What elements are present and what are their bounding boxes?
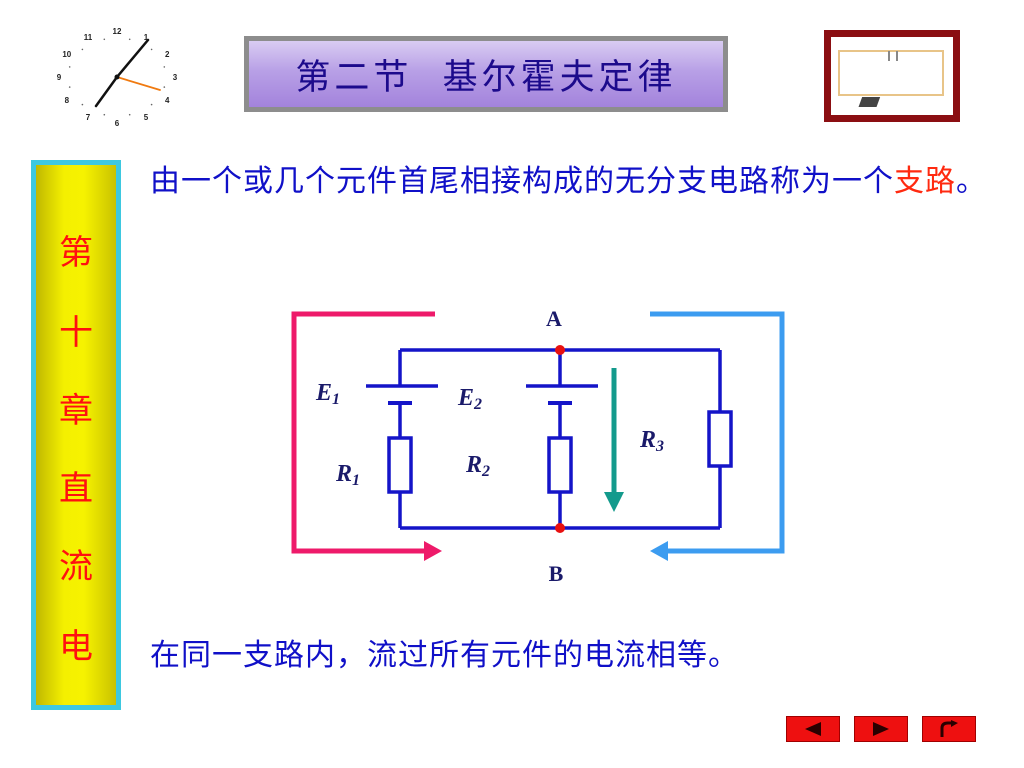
clock-tick [150,103,153,106]
clock-number: 7 [86,113,91,122]
chapter-char: 直 [59,469,93,509]
return-arrow-icon [940,720,958,737]
branch-2 [526,350,598,528]
clock-number: 1 [144,33,149,42]
clock-tick [128,38,131,41]
branch-conclusion: 在同一支路内，流过所有元件的电流相等。 [150,638,739,673]
definition-end: 。 [956,164,987,199]
label-r2: R2 [465,452,490,480]
clock-tick [163,66,166,68]
clock-number: 4 [165,96,170,105]
definition-lead: 由一个或几个元件首尾相接构成的无分支电路称为一个 [150,164,894,199]
chapter-char: 电 [59,627,93,667]
branch1-arrowhead [424,541,442,561]
next-slide-button[interactable] [854,716,908,742]
clock-number: 12 [113,27,122,36]
return-button[interactable] [922,716,976,742]
clock-tick [103,38,106,41]
clock-number: 6 [115,119,120,128]
clock-number: 2 [165,50,170,59]
node-a-dot [555,345,565,355]
clock-tick [68,66,71,68]
definition-term: 支路 [894,164,956,199]
resistor-r2 [547,436,573,494]
branch1-loop-arrow [291,311,435,554]
branch-definition: 由一个或几个元件首尾相接构成的无分支电路称为一个支路。 [150,160,990,204]
node-b-dot [555,523,565,533]
clock-tick [163,86,166,88]
page-title: 第二节 基尔霍夫定律 [249,41,723,107]
title-banner: 第二节 基尔霍夫定律 [244,36,728,112]
chapter-sidebar: 第 十 章 直 流 电 [31,160,121,710]
triangle-right-icon [873,722,889,736]
clock-number: 11 [84,33,93,42]
clock-number: 8 [65,96,70,105]
chapter-char: 十 [59,313,93,353]
branch-1 [366,350,438,528]
clock-number: 3 [173,73,178,82]
clock-number: 5 [144,113,149,122]
label-r1: R1 [335,461,360,489]
clock-tick [150,48,153,51]
label-e1: E1 [315,380,340,408]
chapter-char: 章 [59,391,93,431]
circuit-diagram: A B E1 E2 R1 R2 R3 [291,306,785,586]
branch3-loop-arrow [650,311,785,554]
clock-number: 10 [62,50,71,59]
current-arrowhead [604,492,624,512]
branch-3 [707,350,733,528]
resistor-r3 [707,410,733,468]
clock-tick [128,113,131,116]
clock-tick [81,48,84,51]
label-e2: E2 [457,385,482,413]
node-b-label: B [549,561,564,586]
label-r3: R3 [639,427,664,455]
framed-picture-icon[interactable] [824,30,960,122]
clock-tick [68,86,71,88]
branch3-arrowhead [650,541,668,561]
chapter-char: 流 [59,547,93,587]
clock-tick [81,103,84,106]
node-a-label: A [546,306,562,331]
clock-tick [103,113,106,116]
resistor-r1 [387,436,413,494]
chapter-char: 第 [59,233,93,273]
triangle-left-icon [805,722,821,736]
prev-slide-button[interactable] [786,716,840,742]
clock-number: 9 [57,73,62,82]
